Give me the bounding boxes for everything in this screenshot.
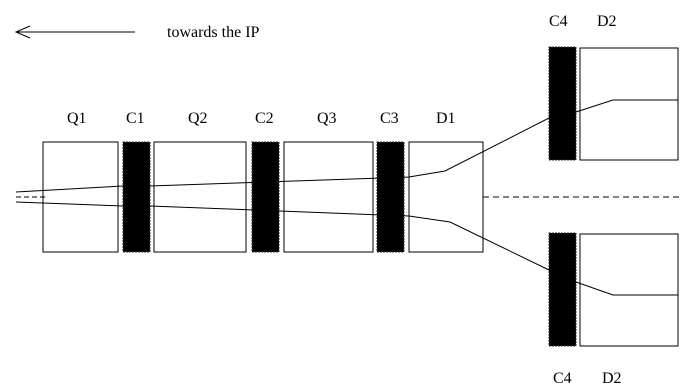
- label-c4-top: C4: [549, 13, 568, 30]
- collimator-c2: [251, 141, 280, 253]
- label-d2-top: D2: [597, 13, 617, 30]
- beam-line-upper: [15, 99, 678, 193]
- beam-line-lower: [15, 201, 678, 296]
- label-c2: C2: [255, 110, 274, 127]
- magnet-d2-bottom: [579, 233, 679, 347]
- label-d1: D1: [436, 110, 456, 127]
- collimator-c4-top: [548, 46, 577, 161]
- magnet-d2-top: [579, 47, 679, 161]
- collimator-c4-bottom: [548, 232, 577, 347]
- magnet-q2: [153, 141, 247, 253]
- collimator-c1: [122, 141, 151, 253]
- magnet-q1: [42, 141, 119, 253]
- label-c1: C1: [126, 110, 145, 127]
- collimator-c3: [376, 141, 405, 253]
- arrow-label: towards the IP: [167, 24, 260, 41]
- label-d2-bottom: D2: [602, 370, 622, 386]
- label-c3: C3: [380, 110, 399, 127]
- label-q3: Q3: [317, 110, 337, 127]
- magnet-d1: [408, 141, 484, 253]
- label-q2: Q2: [188, 110, 208, 127]
- label-c4-bottom: C4: [553, 370, 572, 386]
- magnet-q3: [283, 141, 374, 253]
- label-q1: Q1: [67, 110, 87, 127]
- direction-arrow: [14, 25, 135, 39]
